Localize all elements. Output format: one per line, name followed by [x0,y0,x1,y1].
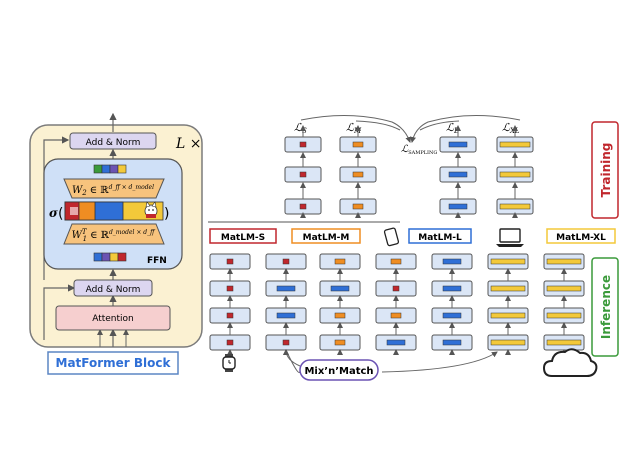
matlm-l-box [408,228,472,244]
layer-box [209,280,251,297]
ffn-label: FFN [147,256,167,266]
activation-vector [64,201,164,221]
layer-box [339,136,377,153]
loss-l: ℒL [446,121,459,135]
matlm-m-box [291,228,361,244]
watch-icon [222,354,236,372]
layer-box [284,166,322,183]
layer-box [209,307,251,324]
paren-open: ( [58,206,63,222]
layer-box [543,253,585,270]
layer-box [496,166,534,183]
loss-s: ℒS [294,121,307,135]
layer-box [339,198,377,215]
layer-box [487,253,529,270]
layer-box [439,198,477,215]
layer-box [439,166,477,183]
ffn-output-vector [93,164,127,174]
training-label-box [591,121,619,219]
matlm-m-label: MatLM-M [303,233,350,243]
repeat-label: L × [175,136,201,152]
layer-box [543,334,585,351]
matlm-xl-box [546,228,616,244]
cat-icon [144,201,158,218]
layer-box [319,253,361,270]
layer-box [431,334,473,351]
layer-box [265,334,307,351]
w1-trapezoid [63,223,165,245]
layer-box [265,307,307,324]
matlm-l-label: MatLM-L [418,233,462,243]
layer-box [319,280,361,297]
layer-box [284,136,322,153]
layer-box [375,280,417,297]
layer-box [209,334,251,351]
sigma-label: σ [49,206,58,220]
phone-icon [383,227,400,247]
layer-box [496,136,534,153]
inference-section: MatLM-S MatLM-M MatLM-L MatLM-XL Mix’n’M… [209,227,619,381]
inference-label-box [591,257,619,357]
layer-box [431,307,473,324]
laptop-icon [496,228,524,247]
layer-box [431,280,473,297]
layer-box [431,253,473,270]
layer-box [265,253,307,270]
mixnmatch-box [299,359,379,381]
add-norm-top-box [69,132,157,150]
training-section: ℒS ℒM ℒL ℒXL ℒSAMPLING Training [284,115,619,219]
mixnmatch-label: Mix’n’Match [304,366,373,377]
matlm-s-box [209,228,277,244]
layer-box [265,280,307,297]
matformer-block: L × Add & Norm W2∈ ℝd_ff × d_model σ ( [29,112,203,375]
layer-box [319,307,361,324]
layer-box [375,334,417,351]
matlm-xl-label: MatLM-XL [556,233,606,243]
paren-close: ) [164,206,169,222]
layer-box [319,334,361,351]
w2-label: W2∈ ℝd_ff × d_model [72,184,154,197]
layer-box [375,253,417,270]
attention-box [55,305,171,331]
layer-box [284,198,322,215]
block-caption-box [47,351,179,375]
cloud-icon [542,348,598,377]
loss-xl: ℒXL [502,121,520,135]
layer-box [339,166,377,183]
layer-box [543,307,585,324]
matlm-s-label: MatLM-S [221,233,265,243]
add-norm-top-label: Add & Norm [86,138,141,148]
layer-box [375,307,417,324]
w2-trapezoid [63,178,165,199]
loss-sampling: ℒSAMPLING [401,144,437,156]
ffn-input-vector [93,252,127,262]
loss-m: ℒM [346,121,362,135]
layer-box [209,253,251,270]
training-label: Training [599,143,613,198]
layer-box [496,198,534,215]
layer-box [439,136,477,153]
layer-box [487,334,529,351]
layer-box [543,280,585,297]
block-caption: MatFormer Block [56,356,172,370]
layer-box [487,307,529,324]
add-norm-mid-label: Add & Norm [86,285,141,295]
inference-label: Inference [599,275,613,339]
layer-box [487,280,529,297]
add-norm-mid-box [73,279,153,297]
attention-label: Attention [92,314,134,324]
